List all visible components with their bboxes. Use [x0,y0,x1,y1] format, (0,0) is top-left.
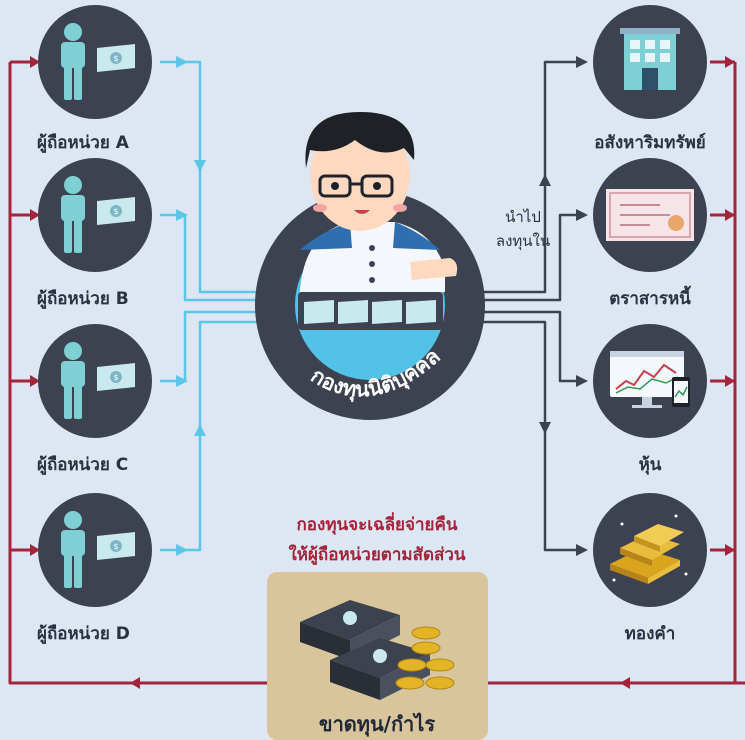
building-icon [620,28,680,90]
holder-node-d: $ [38,493,152,607]
person-icon [61,176,85,253]
asset-node-gold [593,493,707,607]
holder-node-a: $ [38,5,152,119]
glasses-icon [318,174,394,198]
asset-label-real-estate: อสังหาริมทรัพย์ [594,133,706,153]
bond-certificate-icon [606,189,694,241]
result-label: ขาดทุน/กำไร [318,712,436,736]
fund-node: กองทุนนิติบุคคล [255,112,485,420]
banknote-icon: $ [97,44,135,72]
person-icon [61,511,85,588]
invest-note-line-1: นำไป [505,208,541,226]
banknotes-row-icon [304,300,436,324]
holder-label-d: ผู้ถือหน่วย D [37,624,130,644]
banknote-icon: $ [97,197,135,225]
banknote-icon: $ [97,532,135,560]
asset-label-gold: ทองคำ [624,624,676,644]
gold-bars-icon [610,514,688,584]
svg-text:$: $ [113,373,118,382]
invest-note-line-2: ลงทุนใน [495,232,551,250]
asset-node-bonds [593,158,707,272]
banknote-icon: $ [97,363,135,391]
person-icon [61,342,85,419]
distribution-line-1: กองทุนจะเฉลี่ยจ่ายคืน [296,515,458,535]
return-arrowheads-right [725,56,735,556]
return-stubs-right [710,60,735,552]
inflow-arrowheads [176,56,206,556]
asset-node-real-estate [593,5,707,119]
asset-node-stocks [593,324,707,438]
holder-label-c: ผู้ถือหน่วย C [37,455,129,475]
asset-label-bonds: ตราสารหนี้ [609,289,691,309]
holder-label-a: ผู้ถือหน่วย A [37,133,129,153]
invest-arrowheads [539,56,588,556]
svg-text:$: $ [113,54,118,63]
person-icon [61,23,85,100]
svg-text:$: $ [113,542,118,551]
holder-label-b: ผู้ถือหน่วย B [37,289,129,309]
return-stubs-left [10,60,34,552]
holder-node-b: $ [38,158,152,272]
distribution-note: กองทุนจะเฉลี่ยจ่ายคืน ให้ผู้ถือหน่วยตามส… [217,510,537,570]
svg-text:$: $ [113,207,118,216]
money-stack-icon [300,600,455,700]
stock-chart-icon [610,351,690,408]
holder-node-c: $ [38,324,152,438]
distribution-line-2: ให้ผู้ถือหน่วยตามสัดส่วน [288,545,466,565]
return-arrowheads [30,56,630,689]
return-flow-lines [8,62,745,685]
asset-label-stocks: หุ้น [638,455,662,475]
invest-note: นำไป ลงทุนใน [488,205,558,253]
